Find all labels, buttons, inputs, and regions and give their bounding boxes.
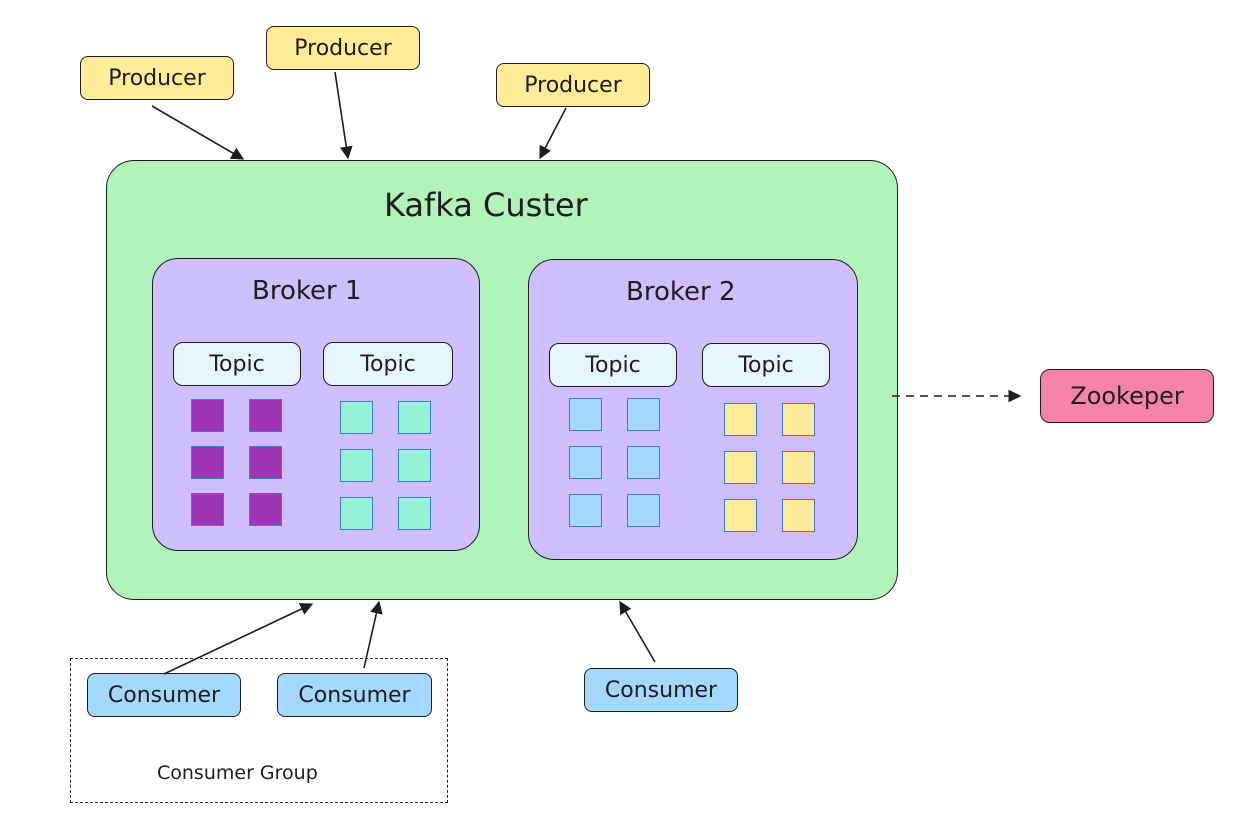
producer-1: Producer bbox=[80, 56, 234, 100]
producer-2: Producer bbox=[266, 26, 420, 70]
partition bbox=[191, 493, 224, 526]
partition bbox=[398, 449, 431, 482]
consumer-2: Consumer bbox=[277, 673, 432, 717]
broker-1-topic-1: Topic bbox=[173, 342, 301, 386]
consumer-group-label: Consumer Group bbox=[157, 762, 318, 784]
partition bbox=[340, 497, 373, 530]
arrow-producer-2-to-cluster bbox=[334, 71, 353, 160]
broker-2-topic-2: Topic bbox=[702, 343, 830, 387]
partition bbox=[569, 446, 602, 479]
broker-1-title: Broker 1 bbox=[252, 276, 362, 306]
partition bbox=[569, 494, 602, 527]
partition bbox=[782, 451, 815, 484]
partition bbox=[724, 403, 757, 436]
consumer-1: Consumer bbox=[87, 673, 241, 717]
partition bbox=[627, 446, 660, 479]
consumer-3: Consumer bbox=[584, 668, 738, 712]
partition bbox=[569, 398, 602, 431]
partition bbox=[191, 446, 224, 479]
partition bbox=[398, 401, 431, 434]
arrow-producer-1-to-cluster bbox=[151, 105, 245, 160]
partition bbox=[627, 494, 660, 527]
broker-2-title: Broker 2 bbox=[626, 277, 736, 307]
partition bbox=[249, 399, 282, 432]
broker-1-topic-2: Topic bbox=[323, 342, 453, 386]
arrow-consumer-3-to-cluster bbox=[619, 600, 656, 663]
partition bbox=[340, 401, 373, 434]
partition bbox=[782, 499, 815, 532]
partition bbox=[398, 497, 431, 530]
partition bbox=[340, 449, 373, 482]
partition bbox=[724, 499, 757, 532]
broker-2-topic-1: Topic bbox=[549, 343, 677, 387]
partition bbox=[782, 403, 815, 436]
producer-3: Producer bbox=[496, 63, 650, 107]
partition bbox=[724, 451, 757, 484]
partition bbox=[249, 446, 282, 479]
partition bbox=[191, 399, 224, 432]
partition bbox=[249, 493, 282, 526]
arrow-producer-3-to-cluster bbox=[539, 107, 567, 160]
zookeeper: Zookeper bbox=[1040, 369, 1214, 423]
cluster-title: Kafka Custer bbox=[384, 186, 588, 224]
partition bbox=[627, 398, 660, 431]
